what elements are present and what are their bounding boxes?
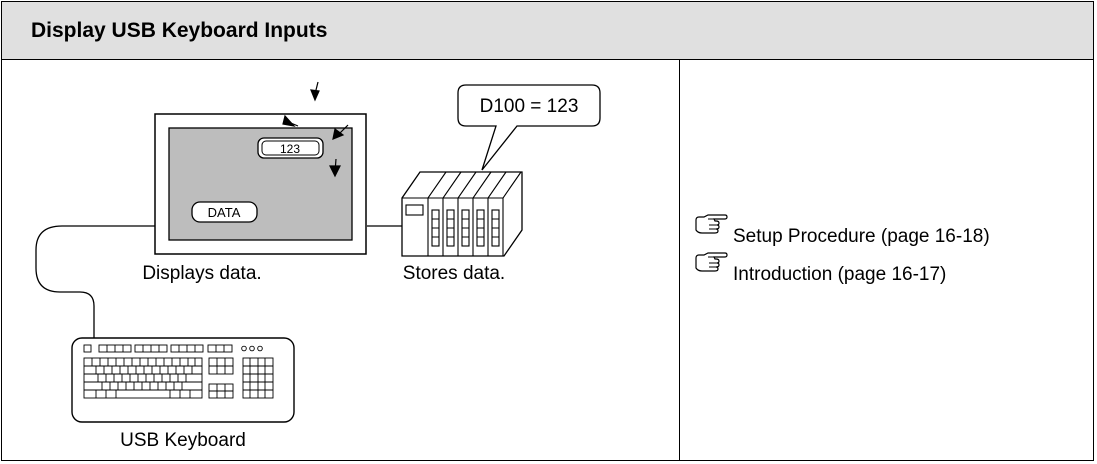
system-diagram: 123 DATA Displays data. xyxy=(35,81,601,451)
link-label[interactable]: Introduction (page 16-17) xyxy=(733,264,947,285)
display-unit: 123 DATA Displays data. xyxy=(142,81,367,284)
plc-modules xyxy=(402,171,522,256)
numeric-display-value: 123 xyxy=(280,142,300,156)
plc-caption: Stores data. xyxy=(403,263,505,284)
callout-text: D100 = 123 xyxy=(480,96,579,117)
keyboard-cable xyxy=(35,225,155,338)
display-caption: Displays data. xyxy=(142,263,261,284)
title-bar: Display USB Keyboard Inputs xyxy=(2,2,1093,60)
callout-bubble: D100 = 123 xyxy=(457,84,601,171)
page-title: Display USB Keyboard Inputs xyxy=(31,19,328,42)
keyboard-caption: USB Keyboard xyxy=(120,430,246,451)
column-divider xyxy=(679,59,680,461)
keyboard-keys xyxy=(83,344,274,399)
data-label-text: DATA xyxy=(208,205,241,220)
pointing-hand-icon xyxy=(695,252,728,272)
plc-unit: Stores data. xyxy=(401,171,523,284)
usb-keyboard: USB Keyboard xyxy=(71,337,295,451)
keyboard-body xyxy=(71,337,295,423)
data-label-box: DATA xyxy=(191,201,258,223)
numeric-display-box: 123 xyxy=(257,137,324,159)
input-indicator-arrows xyxy=(282,81,349,178)
pointing-hand-icon xyxy=(695,214,728,234)
connection-cables xyxy=(35,225,402,338)
link-label[interactable]: Setup Procedure (page 16-18) xyxy=(733,226,990,247)
